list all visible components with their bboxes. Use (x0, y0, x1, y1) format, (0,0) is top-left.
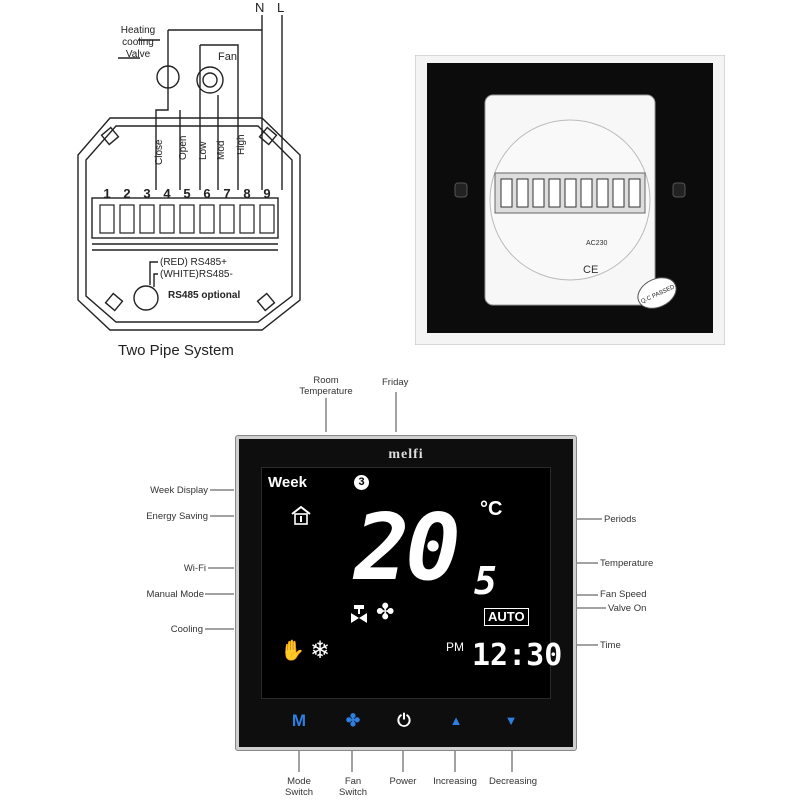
back-ac-label: AC230 (586, 240, 608, 247)
terminal-label-low: Low (198, 141, 209, 160)
callout-mode-switch-line2: Switch (285, 787, 313, 798)
callout-room-temperature-line1: Room (313, 375, 339, 386)
callout-fan-switch-line2: Switch (339, 787, 367, 798)
fan-speed-icon: ✤ (376, 599, 395, 624)
callout-manual-mode: Manual Mode (146, 589, 204, 600)
fan-button[interactable]: ✤ (345, 711, 361, 730)
cooling-icon: ❄ (310, 637, 331, 664)
terminal-number-3: 3 (143, 186, 150, 201)
terminal-number-7: 7 (223, 186, 230, 201)
callout-energy-saving: Energy Saving (146, 511, 208, 522)
wiring-label-l: L (277, 0, 284, 15)
back-terminal-block (500, 178, 641, 208)
terminal-label-high: High (236, 134, 247, 155)
callout-mode-switch-line1: Mode (287, 776, 311, 787)
terminal-label-close: Close (154, 139, 165, 165)
wiring-caption: Two Pipe System (118, 342, 234, 359)
callout-room-temperature: Room Temperature (290, 375, 362, 397)
callout-temperature: Temperature (600, 558, 654, 569)
temperature-unit: °C (480, 498, 503, 520)
terminal-number-5: 5 (183, 186, 190, 201)
clock-display: 12:30 (472, 638, 563, 673)
terminal-number-2: 2 (123, 186, 130, 201)
week-label: Week (268, 474, 307, 491)
power-button[interactable]: ⏻ (397, 711, 411, 730)
terminal-number-9: 9 (263, 186, 270, 201)
wiring-label-fan: Fan (218, 51, 237, 63)
brand-logo: melfi (388, 447, 424, 462)
callout-room-temperature-line2: Temperature (299, 386, 353, 397)
rs485-white-label: (WHITE)RS485- (160, 269, 233, 280)
terminal-number-8: 8 (243, 186, 250, 201)
callout-increasing: Increasing (433, 776, 477, 787)
terminal-label-open: Open (178, 136, 189, 160)
back-ce-label: CE (583, 264, 598, 276)
callout-decreasing: Decreasing (488, 776, 538, 787)
temperature-reading: 20 (354, 494, 461, 601)
terminal-screws (99, 204, 275, 234)
terminal-number-1: 1 (103, 186, 110, 201)
energy-saving-icon (291, 505, 311, 525)
rs485-optional-label: RS485 optional (168, 290, 240, 301)
callout-time: Time (600, 640, 621, 651)
callout-friday: Friday (382, 377, 409, 388)
thermostat-back-photo: AC230 CE Q.C PASSED (415, 55, 725, 345)
callout-fan-speed: Fan Speed (600, 589, 647, 600)
callout-week-display: Week Display (150, 485, 208, 496)
increase-button[interactable]: ▲ (449, 713, 463, 728)
rs485-red-label: (RED) RS485+ (160, 257, 227, 268)
thermostat-front: melfi Week 3 20 5 °C ✤ AUTO ✋ ❄ PM 12:30… (236, 436, 576, 750)
manual-mode-icon: ✋ (280, 640, 305, 662)
wiring-diagram: N L Fan Heating cooling Valve Close Open… (77, 0, 301, 331)
valve-label-line2: cooling (122, 37, 154, 48)
valve-label-line3: Valve (126, 49, 151, 60)
callout-cooling: Cooling (170, 624, 203, 635)
terminal-label-mod: Mod (216, 141, 227, 160)
callout-valve-on: Valve On (608, 603, 647, 614)
callout-fan-switch: Fan Switch (328, 776, 378, 798)
week-day-number: 3 (354, 475, 369, 490)
terminal-number-4: 4 (163, 186, 171, 201)
temperature-decimal: 5 (474, 559, 497, 603)
wiring-label-n: N (255, 0, 264, 15)
valve-icon (351, 605, 367, 623)
valve-label-line1: Heating (121, 25, 155, 36)
callout-wifi: Wi-Fi (183, 563, 206, 574)
auto-mode-badge: AUTO (484, 608, 529, 626)
callout-periods: Periods (604, 514, 637, 525)
callout-fan-switch-line1: Fan (344, 776, 362, 787)
callout-power: Power (389, 776, 417, 787)
ampm-label: PM (446, 640, 464, 654)
callout-mode-switch: Mode Switch (274, 776, 324, 798)
decrease-button[interactable]: ▼ (504, 713, 518, 728)
mode-button[interactable]: M (291, 711, 307, 730)
terminal-number-6: 6 (203, 186, 210, 201)
lcd-screen: Week 3 20 5 °C ✤ AUTO ✋ ❄ PM 12:30 (261, 467, 562, 699)
